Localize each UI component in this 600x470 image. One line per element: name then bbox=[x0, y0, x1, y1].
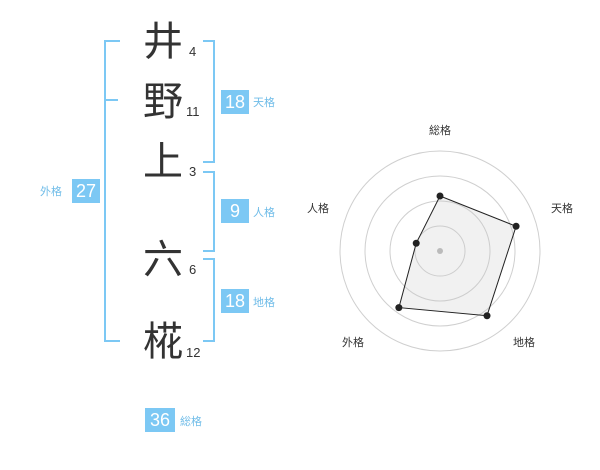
soukaku-label: 総格 bbox=[180, 415, 202, 428]
radar-polygon bbox=[398, 195, 517, 317]
radar-label-right: 天格 bbox=[551, 201, 573, 215]
radar-point bbox=[395, 304, 403, 312]
name-char-2: 野 bbox=[143, 79, 183, 125]
jinkaku-label: 人格 bbox=[253, 206, 275, 219]
stroke-count-1: 4 bbox=[189, 44, 197, 59]
gaikaku-bracket-tick bbox=[105, 99, 118, 101]
radar-point bbox=[412, 239, 420, 247]
radar-point bbox=[512, 222, 520, 230]
radar-label-left: 人格 bbox=[307, 201, 329, 215]
name-char-4: 六 bbox=[143, 237, 183, 283]
stroke-count-4: 6 bbox=[189, 262, 197, 277]
radar-label-bottom-right: 地格 bbox=[513, 335, 535, 349]
radar-points bbox=[395, 192, 520, 320]
chikaku-label: 地格 bbox=[253, 296, 275, 309]
gaikaku-value-badge: 27 bbox=[72, 179, 100, 203]
radar-ring bbox=[414, 225, 466, 277]
name-char-5: 椛 bbox=[143, 319, 183, 365]
chikaku-bracket bbox=[203, 258, 215, 342]
gaikaku-label: 外格 bbox=[40, 185, 62, 198]
tenkaku-bracket bbox=[203, 40, 215, 163]
soukaku-value-badge: 36 bbox=[145, 408, 175, 432]
radar-ring bbox=[389, 200, 491, 302]
stroke-count-3: 3 bbox=[189, 164, 197, 179]
jinkaku-value-badge: 9 bbox=[221, 199, 249, 223]
radar-ring bbox=[364, 175, 516, 327]
tenkaku-value-badge: 18 bbox=[221, 90, 249, 114]
jinkaku-bracket bbox=[203, 171, 215, 252]
stroke-count-5: 12 bbox=[186, 345, 201, 360]
tenkaku-label: 天格 bbox=[253, 96, 275, 109]
radar-rings bbox=[339, 150, 541, 352]
gaikaku-bracket bbox=[104, 40, 120, 342]
radar-ring bbox=[339, 150, 541, 352]
radar-label-bottom-left: 外格 bbox=[342, 335, 364, 349]
radar-label-top: 総格 bbox=[429, 123, 451, 137]
radar-point bbox=[483, 312, 491, 320]
stroke-count-2: 11 bbox=[186, 104, 200, 119]
name-char-1: 井 bbox=[143, 19, 183, 65]
radar-center-dot bbox=[437, 248, 443, 254]
chikaku-value-badge: 18 bbox=[221, 289, 249, 313]
name-char-3: 上 bbox=[143, 139, 183, 185]
radar-point bbox=[436, 192, 444, 200]
